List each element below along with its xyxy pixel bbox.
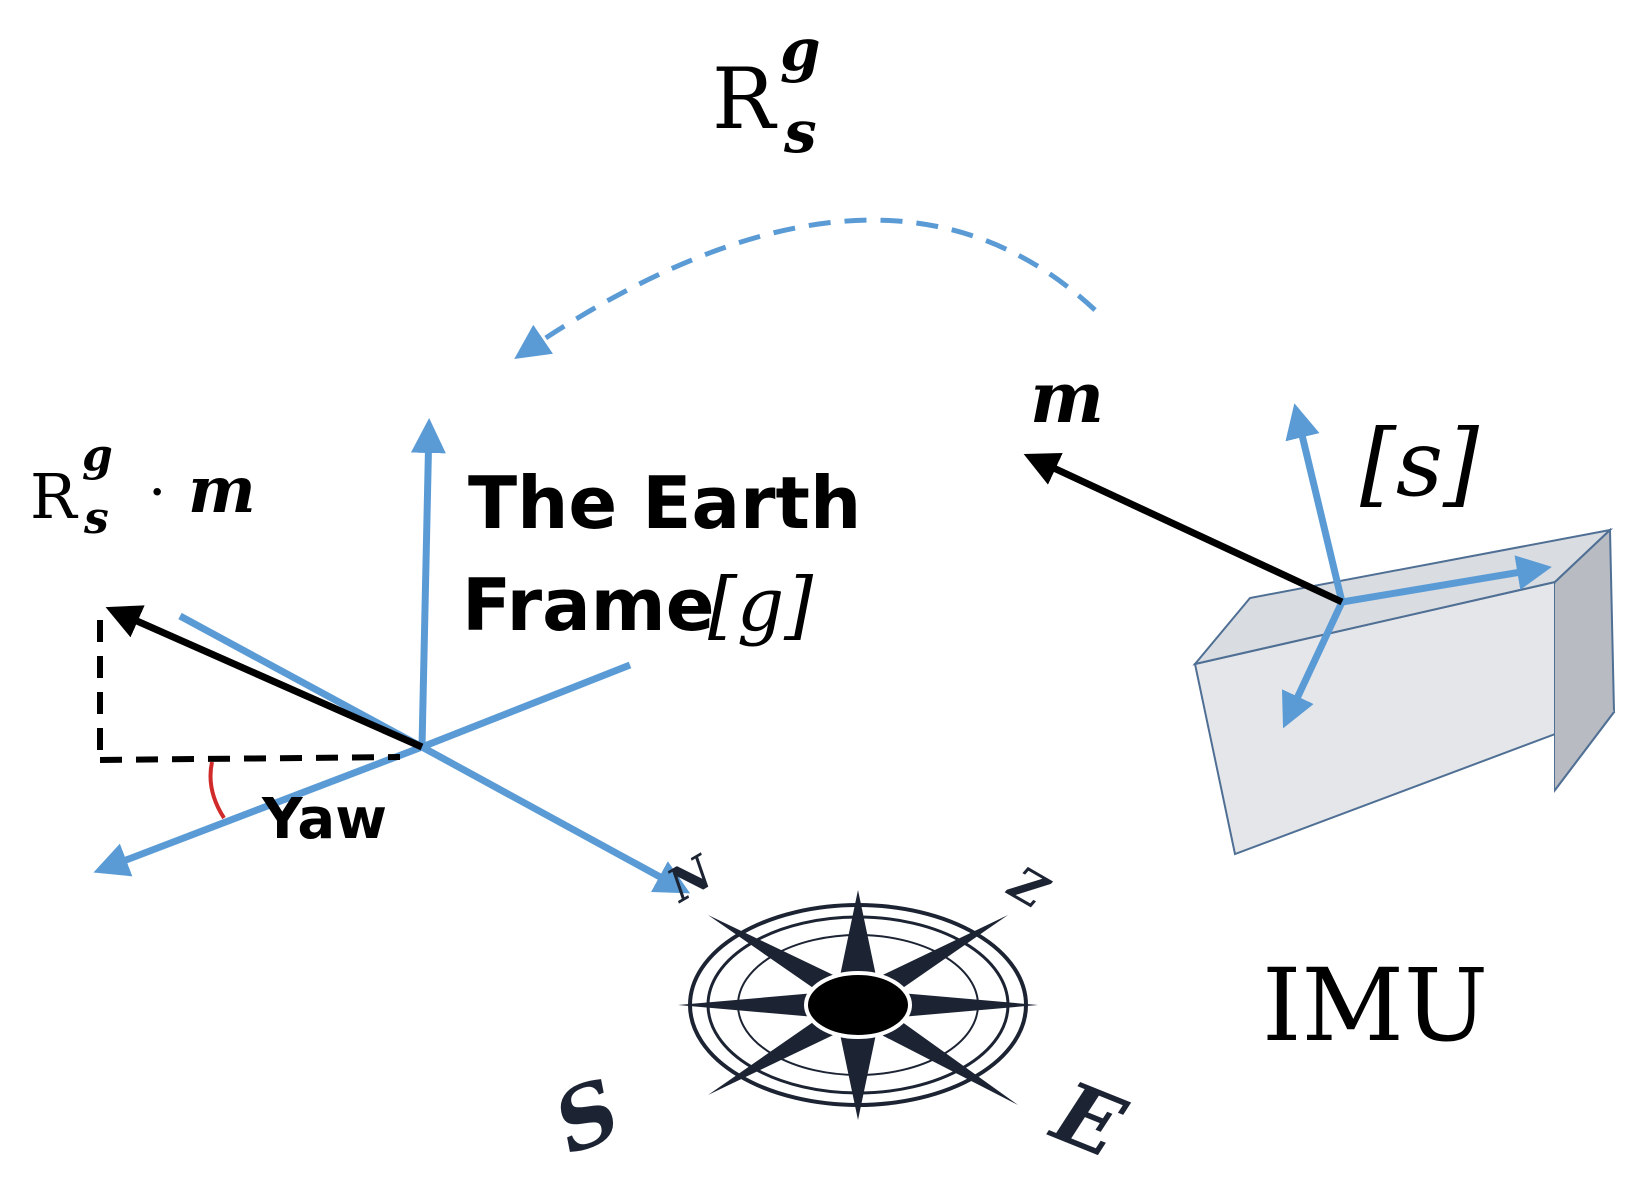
earth-frame-axes: [93, 418, 691, 894]
earth-axis-front-left: [93, 743, 424, 877]
earth-frame-label-line1: The Earth: [468, 461, 861, 545]
sensor-axis-up: [1285, 403, 1346, 603]
imu-label: IMU: [1262, 947, 1488, 1064]
compass-letter-e: E: [1039, 1061, 1138, 1178]
compass-letter-z: Z: [999, 855, 1058, 920]
magnetic-vector-label: m: [1030, 356, 1104, 439]
earth-axis-back-left: [178, 612, 424, 751]
rotation-label-base: R: [712, 50, 778, 148]
rotation-label: R g s: [712, 16, 821, 166]
sensor-axis-right: [1341, 555, 1552, 606]
earth-frame-symbol: [g]: [708, 562, 813, 648]
magnetic-vector: [1023, 452, 1344, 606]
compass-center: [804, 971, 912, 1039]
sensor-frame-axes: [1281, 403, 1552, 729]
rotated-label-vector: m: [188, 453, 256, 528]
rotated-label-base: R: [30, 460, 79, 533]
rotation-label-sup: g: [780, 16, 821, 84]
imu-box-side-edge: [1554, 711, 1615, 791]
rotated-magnetic-vector: [105, 605, 424, 751]
earth-frame-label-line2: Frame: [462, 563, 715, 647]
compass-letter-s: S: [540, 1059, 633, 1174]
rotation-arc-arrow: [514, 217, 1097, 359]
sensor-axis-down: [1281, 600, 1346, 729]
rotation-label-sub: s: [783, 98, 817, 166]
sensor-frame-label: [s]: [1360, 410, 1479, 517]
yaw-label: Yaw: [261, 787, 387, 852]
rotated-label-sup: g: [82, 430, 113, 481]
earth-axis-front-right: [420, 743, 691, 894]
earth-frame-label: The Earth Frame [g]: [462, 461, 861, 648]
yaw-projection: [97, 620, 401, 820]
imu-box: [1192, 527, 1616, 856]
rotated-label-sub: s: [83, 493, 109, 544]
earth-axis-back-right: [420, 661, 632, 751]
rotated-label-operator: ·: [148, 458, 166, 526]
compass-point-se: [858, 1005, 1018, 1105]
compass-rose: N Z S E: [540, 844, 1137, 1178]
earth-axis-up: [410, 418, 446, 748]
compass-letter-n: N: [657, 844, 724, 914]
imu-box-side-fill: [1555, 582, 1614, 790]
rotated-vector-label: R g s · m: [30, 430, 256, 544]
yaw-angle-arc: [208, 761, 226, 820]
projection-horizontal-dash: [99, 754, 401, 763]
